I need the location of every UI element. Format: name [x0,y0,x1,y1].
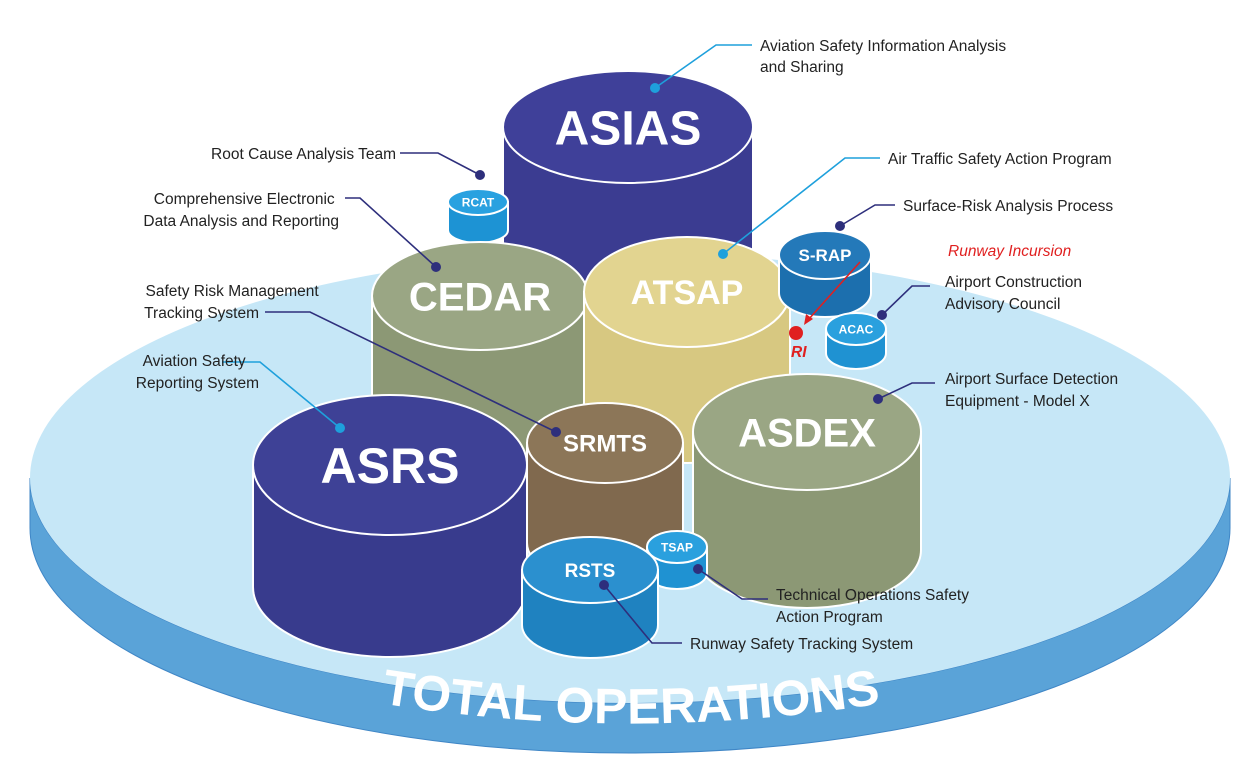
asrs-leader-dot [335,423,345,433]
srap-callout: Surface-Risk Analysis Process [903,198,1113,215]
rsts-leader [603,584,682,644]
acac-callout: Airport Construction Advisory Council [945,274,1086,313]
tsap-cylinder-top [646,530,708,564]
asias-callout-line-2: and Sharing [760,59,844,76]
rcat-cylinder-label: RCAT [462,195,495,209]
asdex-cylinder-top [692,373,922,491]
tsap-cylinder: TSAP [646,530,708,590]
cedar-callout-line-1: Comprehensive Electronic [154,191,335,208]
asdex-leader-dot [873,394,883,404]
runway-incursion-dot [789,326,803,340]
asdex-callout-line-2: Equipment - Model X [945,393,1090,410]
asrs-leader [222,361,341,429]
cedar-callout-line-2: Data Analysis and Reporting [143,213,339,230]
asias-callout: Aviation Safety Information Analysis and… [760,38,1010,76]
asias-cylinder-top [502,70,754,184]
srmts-cylinder-top [526,402,684,484]
srap-cylinder: S-RAP [778,230,872,318]
asrs-callout: Aviation Safety Reporting System [136,353,259,392]
cylinders: ASIAS RCAT CEDAR ATSAP S-RAP ACAC ASDEX … [252,70,922,659]
asias-leader-dot [650,83,660,93]
asrs-cylinder: ASRS [252,394,528,658]
runway-incursion-marker: RI [789,261,861,361]
acac-leader-dot [877,310,887,320]
srmts-callout-line-2: Tracking System [144,305,259,322]
asias-leader [654,44,752,89]
rsts-cylinder: RSTS [521,536,659,659]
leader-dots [335,83,887,590]
acac-callout-line-1: Airport Construction [945,274,1082,291]
srmts-callout-line-1: Safety Risk Management [146,283,320,300]
srmts-leader [265,311,557,433]
atsap-cylinder-label: ATSAP [631,274,744,312]
runway-incursion-callout-line-1: Runway Incursion [948,243,1071,260]
leader-lines [222,44,935,644]
srmts-leader-dot [551,427,561,437]
srap-leader [839,204,895,227]
rcat-cylinder-top [447,188,509,216]
runway-incursion-marker-label: RI [791,344,807,361]
tsap-cylinder-label: TSAP [661,540,693,554]
rcat-cylinder: RCAT [447,188,509,244]
cedar-callout: Comprehensive Electronic Data Analysis a… [143,191,339,230]
asrs-cylinder-label: ASRS [321,438,460,494]
tsap-callout-line-1: Technical Operations Safety [776,587,969,604]
tsap-leader-dot [693,564,703,574]
srap-cylinder-label: S-RAP [799,246,852,265]
asdex-callout-line-1: Airport Surface Detection [945,371,1118,388]
srap-callout-line-1: Surface-Risk Analysis Process [903,198,1113,215]
rsts-callout: Runway Safety Tracking System [690,636,913,653]
rcat-callout: Root Cause Analysis Team [211,146,396,163]
asrs-cylinder-top [252,394,528,536]
acac-callout-line-2: Advisory Council [945,296,1060,313]
acac-cylinder-top [825,312,887,346]
asias-callout-line-1: Aviation Safety Information Analysis [760,38,1006,55]
asdex-callout: Airport Surface Detection Equipment - Mo… [945,371,1122,410]
asias-cylinder-label: ASIAS [555,102,702,155]
rcat-leader [400,152,481,176]
asdex-leader [877,382,935,400]
cedar-leader-dot [431,262,441,272]
tsap-callout-line-2: Action Program [776,609,883,626]
rcat-callout-line-1: Root Cause Analysis Team [211,146,396,163]
atsap-leader-dot [718,249,728,259]
acac-cylinder: ACAC [825,312,887,370]
asdex-cylinder: ASDEX [692,373,922,609]
atsap-leader [722,157,880,255]
runway-incursion-callout: Runway Incursion [948,243,1071,260]
acac-leader [881,285,930,316]
cedar-cylinder-label: CEDAR [409,275,551,319]
srmts-cylinder-label: SRMTS [563,431,647,458]
callout-texts: Aviation Safety Information Analysis and… [136,38,1122,653]
rcat-leader-dot [475,170,485,180]
rsts-cylinder-label: RSTS [565,561,616,582]
asrs-callout-line-2: Reporting System [136,375,259,392]
srap-cylinder-top [778,230,872,280]
atsap-callout-line-1: Air Traffic Safety Action Program [888,151,1112,168]
tsap-callout: Technical Operations Safety Action Progr… [776,587,973,626]
asrs-callout-line-1: Aviation Safety [143,353,246,370]
asdex-cylinder-label: ASDEX [738,411,876,455]
srap-leader-dot [835,221,845,231]
atsap-callout: Air Traffic Safety Action Program [888,151,1112,168]
acac-cylinder-label: ACAC [839,322,874,336]
rsts-callout-line-1: Runway Safety Tracking System [690,636,913,653]
rsts-leader-dot [599,580,609,590]
runway-incursion-arrowhead [804,314,813,325]
runway-incursion-arrow [807,261,861,321]
tsap-leader [697,568,768,600]
rsts-cylinder-top [521,536,659,604]
srmts-callout: Safety Risk Management Tracking System [144,283,323,322]
cedar-leader [345,197,437,268]
